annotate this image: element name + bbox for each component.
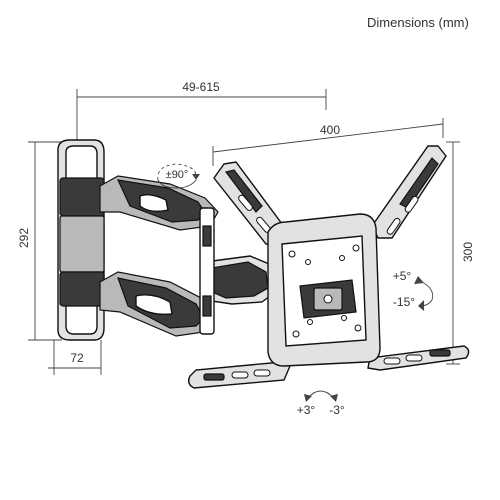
- roll-arrow-icon: [304, 390, 338, 402]
- wall-plate-height-dimension: 292: [17, 141, 62, 341]
- tilt-arrow-icon: [414, 276, 434, 311]
- tilt-down-label: -15°: [393, 295, 415, 309]
- wall-plate: [57, 139, 105, 341]
- reach-label: 49-615: [182, 80, 220, 94]
- reach-dimension: 49-615: [76, 80, 327, 140]
- swivel-arrow-icon: [157, 163, 200, 189]
- wall-plate-width-dimension: 72: [48, 340, 102, 375]
- wall-plate-height-label: 292: [17, 228, 31, 248]
- tilt-up-label: +5°: [393, 269, 412, 283]
- vesa-width-dimension: 400: [212, 118, 444, 166]
- wall-plate-width-label: 72: [70, 351, 84, 365]
- vesa-height-dimension: 300: [446, 141, 475, 365]
- lower-left-bracket: [187, 361, 291, 389]
- vesa-height-label: 300: [461, 242, 475, 262]
- diagram-title: Dimensions (mm): [367, 15, 469, 30]
- vesa-center-plate: [267, 213, 381, 367]
- arm-hinge: [199, 207, 215, 335]
- inner-arm: [204, 255, 279, 305]
- roll-positive-label: +3°: [297, 403, 316, 417]
- roll-negative-label: -3°: [329, 403, 345, 417]
- upper-right-bracket: [371, 145, 447, 239]
- lower-right-bracket: [367, 345, 470, 371]
- vesa-width-label: 400: [320, 123, 340, 137]
- lower-arm: [99, 271, 215, 337]
- swivel-label: ±90°: [166, 169, 189, 181]
